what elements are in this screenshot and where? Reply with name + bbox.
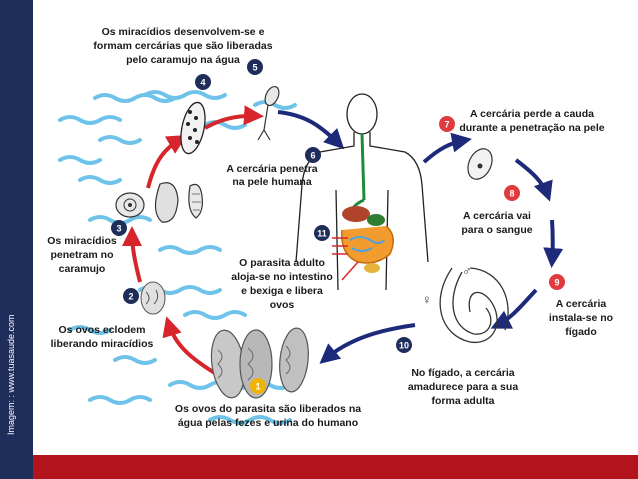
step-5-badge (247, 59, 263, 75)
svg-text:e bexiga e libera: e bexiga e libera (241, 285, 323, 297)
water-waves (58, 90, 297, 425)
female-symbol: ♀ (422, 292, 432, 307)
step-8-label: A cercária vai para o sangue (461, 210, 532, 236)
svg-text:Os ovos eclodem: Os ovos eclodem (59, 324, 146, 336)
svg-text:penetram no: penetram no (50, 249, 113, 261)
step-4-badge (195, 74, 211, 90)
svg-text:para o sangue: para o sangue (461, 224, 532, 236)
step-6-badge (305, 147, 321, 163)
svg-text:Os miracídios desenvolvem-se e: Os miracídios desenvolvem-se e (102, 26, 265, 38)
step-4-label: Os miracídios desenvolvem-se e formam ce… (93, 26, 272, 66)
step-6-label: A cercária penetra na pele humana (226, 163, 317, 188)
svg-text:A cercária: A cercária (556, 298, 607, 310)
step-8-number: 8 (509, 189, 514, 199)
adult-worms (439, 267, 509, 343)
svg-text:O parasita adulto: O parasita adulto (239, 257, 325, 269)
svg-text:durante a penetração na pele: durante a penetração na pele (459, 122, 604, 134)
snails (115, 182, 203, 223)
step-3-number: 3 (116, 224, 121, 234)
step-9-number: 9 (554, 278, 559, 288)
step-9-badge (549, 274, 565, 290)
svg-text:amadurece para a sua: amadurece para a sua (408, 381, 518, 393)
step-2-number: 2 (128, 292, 133, 302)
step-2-badge (123, 288, 139, 304)
step-10-label: No fígado, a cercária amadurece para a s… (408, 367, 518, 407)
step-11-number: 11 (317, 229, 327, 239)
hatching-egg (140, 281, 166, 315)
svg-text:ovos: ovos (270, 299, 295, 311)
digestive-organs (332, 133, 394, 281)
svg-text:aloja-se no intestino: aloja-se no intestino (231, 271, 333, 283)
bottom-bar (33, 455, 638, 479)
svg-text:A cercária perde a cauda: A cercária perde a cauda (470, 108, 594, 120)
svg-text:água pelas fezes e urina do hu: água pelas fezes e urina do humano (178, 417, 358, 429)
svg-text:formam cercárias que são liber: formam cercárias que são liberadas (93, 40, 272, 52)
step-3-label: Os miracídios penetram no caramujo (47, 235, 117, 275)
svg-text:fígado: fígado (565, 326, 597, 338)
step-7-label: A cercária perde a cauda durante a penet… (459, 108, 604, 134)
step-4-number: 4 (200, 78, 205, 88)
step-2-label: Os ovos eclodem liberando miracídios (51, 324, 154, 350)
step-7-number: 7 (444, 120, 449, 130)
step-11-badge (314, 225, 330, 241)
step-1-label: Os ovos do parasita são liberados na águ… (175, 403, 361, 429)
step-5-number: 5 (252, 63, 257, 73)
step-7-badge (439, 116, 455, 132)
red-arrows (122, 105, 264, 377)
step-10-number: 10 (399, 341, 409, 351)
svg-text:na pele humana: na pele humana (232, 176, 312, 188)
svg-text:A cercária penetra: A cercária penetra (226, 163, 317, 175)
step-3-badge (111, 220, 127, 236)
cercaria (257, 85, 280, 141)
sporocyst (180, 101, 206, 155)
step-1-number: 1 (255, 382, 260, 392)
step-11-label: O parasita adulto aloja-se no intestino … (231, 257, 333, 311)
schistosomulum (467, 148, 493, 180)
step-1-badge (250, 378, 266, 394)
svg-text:pelo caramujo na água: pelo caramujo na água (126, 54, 240, 66)
svg-text:Os ovos do parasita são libera: Os ovos do parasita são liberados na (175, 403, 361, 415)
left-sidebar: Imagem: : www.tuasaude.com (0, 0, 33, 479)
svg-text:A cercária vai: A cercária vai (463, 210, 531, 222)
svg-text:No fígado, a cercária: No fígado, a cercária (411, 367, 514, 379)
svg-text:forma adulta: forma adulta (431, 395, 494, 407)
svg-text:instala-se no: instala-se no (549, 312, 613, 324)
svg-text:caramujo: caramujo (59, 263, 106, 275)
step-8-badge (504, 185, 520, 201)
step-9-label: A cercária instala-se no fígado (549, 298, 613, 338)
svg-text:Os miracídios: Os miracídios (47, 235, 117, 247)
step-10-badge (396, 337, 412, 353)
step-6-number: 6 (310, 151, 315, 161)
step-badges: 1 2 3 4 5 6 7 8 9 10 11 (111, 59, 565, 394)
blue-arrows (277, 110, 564, 364)
svg-text:liberando miracídios: liberando miracídios (51, 338, 154, 350)
male-symbol: ♂ (462, 263, 472, 278)
